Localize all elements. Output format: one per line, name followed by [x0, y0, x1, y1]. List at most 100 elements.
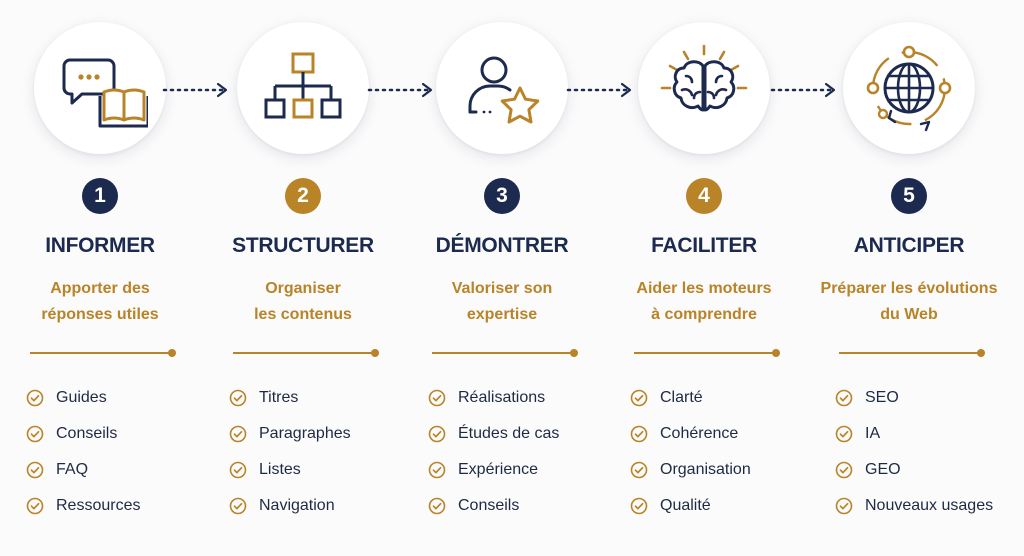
- list-item-label: Navigation: [259, 497, 335, 514]
- subtitle-line: réponses utiles: [41, 306, 159, 323]
- check-circle-icon: [26, 497, 44, 515]
- check-circle-icon: [428, 425, 446, 443]
- list-item: Navigation: [229, 488, 351, 524]
- step-subtitle: Apporter des réponses utiles: [0, 276, 200, 328]
- list-item: Nouveaux usages: [835, 488, 993, 524]
- step-subtitle: Aider les moteurs à comprendre: [604, 276, 804, 328]
- list-item-label: Études de cas: [458, 425, 560, 442]
- step-subtitle: Préparer les évolutions du Web: [809, 276, 1009, 328]
- list-item-label: SEO: [865, 389, 899, 406]
- step-subtitle: Valoriser son expertise: [402, 276, 602, 328]
- list-item-label: Expérience: [458, 461, 539, 478]
- checklist: Réalisations Études de cas Expérience Co…: [428, 380, 559, 524]
- subtitle-line: Valoriser son: [451, 280, 553, 297]
- list-item: Guides: [26, 380, 140, 416]
- list-item: Cohérence: [630, 416, 751, 452]
- brain-icon: [660, 44, 748, 112]
- checklist: Clarté Cohérence Organisation Qualité: [630, 380, 751, 524]
- subtitle-line: Aider les moteurs: [636, 280, 772, 297]
- divider: [432, 349, 578, 357]
- list-item-label: FAQ: [56, 461, 89, 478]
- list-item: Conseils: [26, 416, 140, 452]
- divider: [839, 349, 985, 357]
- check-circle-icon: [229, 461, 247, 479]
- step-column-informer: 1 INFORMER Apporter des réponses utiles …: [0, 0, 200, 556]
- step-column-demontrer: 3 DÉMONTRER Valoriser son expertise Réal…: [402, 0, 602, 556]
- list-item-label: Nouveaux usages: [865, 497, 994, 514]
- list-item-label: Conseils: [56, 425, 118, 442]
- list-item-label: Listes: [259, 461, 301, 478]
- dotted-arrow-icon: [566, 82, 632, 98]
- list-item-label: Organisation: [660, 461, 751, 478]
- check-circle-icon: [229, 497, 247, 515]
- step-title: INFORMER: [45, 234, 155, 257]
- list-item: Clarté: [630, 380, 751, 416]
- step-number: 4: [686, 178, 722, 214]
- globe-network-icon: [866, 45, 952, 132]
- list-item: IA: [835, 416, 993, 452]
- divider: [634, 349, 780, 357]
- step-column-faciliter: 4 FACILITER Aider les moteurs à comprend…: [604, 0, 804, 556]
- list-item-label: Réalisations: [458, 389, 546, 406]
- subtitle-line: du Web: [880, 306, 938, 323]
- list-item: Organisation: [630, 452, 751, 488]
- list-item: Qualité: [630, 488, 751, 524]
- step-number: 3: [484, 178, 520, 214]
- check-circle-icon: [229, 389, 247, 407]
- check-circle-icon: [835, 461, 853, 479]
- step-number: 1: [82, 178, 118, 214]
- list-item: Paragraphes: [229, 416, 351, 452]
- list-item-label: Qualité: [660, 497, 711, 514]
- checklist: Titres Paragraphes Listes Navigation: [229, 380, 351, 524]
- check-circle-icon: [428, 461, 446, 479]
- subtitle-line: expertise: [466, 306, 538, 323]
- icon-circle: [843, 22, 975, 154]
- icon-circle: [34, 22, 166, 154]
- check-circle-icon: [835, 389, 853, 407]
- check-circle-icon: [630, 425, 648, 443]
- list-item-label: Clarté: [660, 389, 703, 406]
- dotted-arrow-icon: [770, 82, 836, 98]
- step-subtitle: Organiser les contenus: [203, 276, 403, 328]
- step-column-structurer: 2 STRUCTURER Organiser les contenus Titr…: [203, 0, 403, 556]
- icon-circle: [237, 22, 369, 154]
- checklist: SEO IA GEO Nouveaux usages: [835, 380, 993, 524]
- subtitle-line: les contenus: [254, 306, 352, 323]
- step-title: STRUCTURER: [232, 234, 374, 257]
- check-circle-icon: [26, 389, 44, 407]
- subtitle-line: Apporter des: [50, 280, 150, 297]
- list-item: Expérience: [428, 452, 559, 488]
- icon-circle: [436, 22, 568, 154]
- list-item: Titres: [229, 380, 351, 416]
- check-circle-icon: [26, 461, 44, 479]
- step-number: 2: [285, 178, 321, 214]
- list-item-label: GEO: [865, 461, 901, 478]
- list-item: Conseils: [428, 488, 559, 524]
- subtitle-line: Préparer les évolutions: [820, 280, 998, 297]
- check-circle-icon: [428, 389, 446, 407]
- list-item-label: Conseils: [458, 497, 520, 514]
- check-circle-icon: [630, 389, 648, 407]
- step-title: DÉMONTRER: [435, 234, 569, 257]
- icon-circle: [638, 22, 770, 154]
- list-item: Listes: [229, 452, 351, 488]
- check-circle-icon: [428, 497, 446, 515]
- chat-book-icon: [62, 58, 148, 128]
- subtitle-line: Organiser: [265, 280, 341, 297]
- user-star-icon: [468, 56, 540, 124]
- dotted-arrow-icon: [162, 82, 228, 98]
- list-item-label: Paragraphes: [259, 425, 351, 442]
- list-item: FAQ: [26, 452, 140, 488]
- divider: [233, 349, 379, 357]
- hierarchy-icon: [264, 52, 342, 119]
- checklist: Guides Conseils FAQ Ressources: [26, 380, 140, 524]
- list-item: SEO: [835, 380, 993, 416]
- list-item-label: Guides: [56, 389, 107, 406]
- check-circle-icon: [26, 425, 44, 443]
- step-number: 5: [891, 178, 927, 214]
- dotted-arrow-icon: [367, 82, 433, 98]
- step-title: ANTICIPER: [853, 234, 965, 257]
- divider: [30, 349, 176, 357]
- check-circle-icon: [835, 497, 853, 515]
- subtitle-line: à comprendre: [651, 306, 757, 323]
